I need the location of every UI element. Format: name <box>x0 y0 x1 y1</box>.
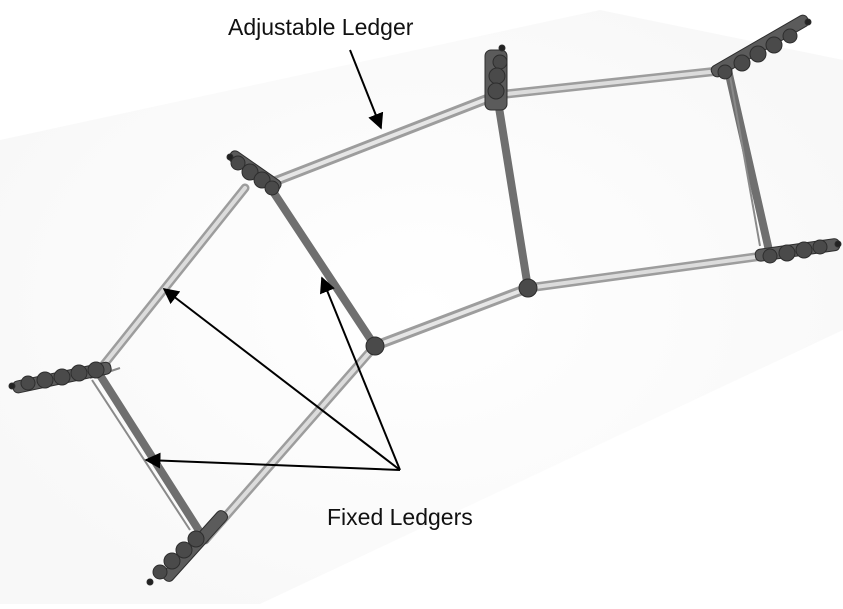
adjustable-ledger-label: Adjustable Ledger <box>228 14 414 40</box>
standards <box>8 14 842 586</box>
ledger-right-middle <box>493 91 532 292</box>
coupler-middle-bottom <box>365 336 385 356</box>
standard-middle-top <box>226 150 282 196</box>
arrow-fixed-ledger-3 <box>144 452 401 471</box>
standard-left-outer <box>8 361 112 394</box>
arrow-fixed-ledger-2 <box>320 276 401 471</box>
ledger-left-middle <box>264 180 379 350</box>
standard-right-bottom <box>754 238 842 264</box>
arrow-fixed-ledger-1 <box>162 288 401 471</box>
arrow-adjustable-ledger <box>349 49 384 130</box>
coupler-right-bottom <box>518 278 538 298</box>
background-band <box>0 10 843 604</box>
standard-left-inner <box>146 510 229 586</box>
standard-right-top <box>710 14 812 80</box>
standard-adjustable-joint <box>484 44 508 111</box>
annotation-arrows <box>144 49 401 471</box>
fixed-ledgers-label: Fixed Ledgers <box>327 504 473 530</box>
